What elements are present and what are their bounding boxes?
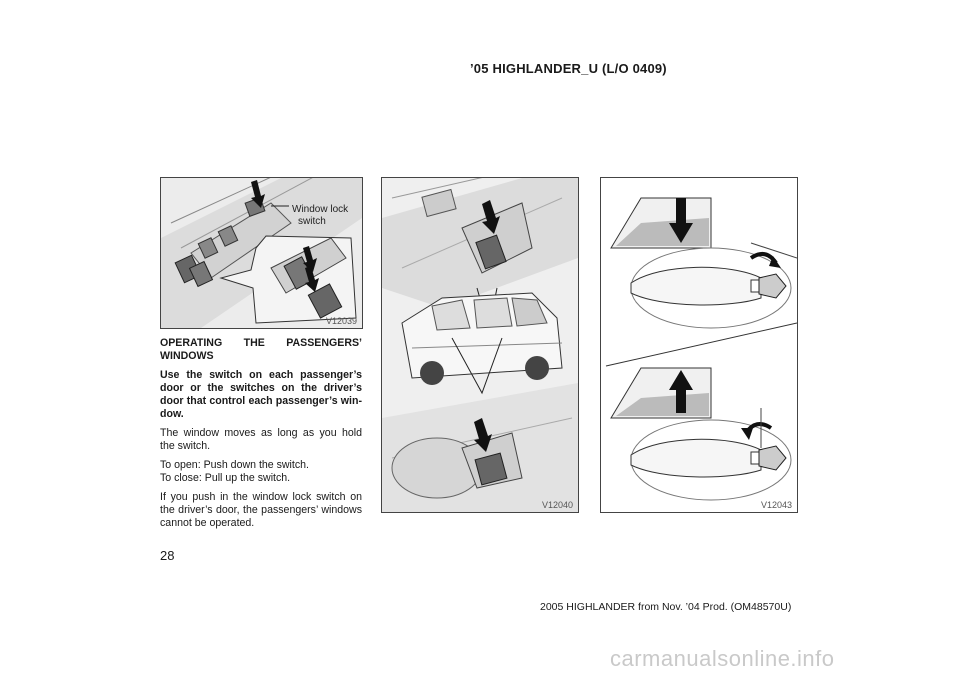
figure-code: V12043 (761, 500, 792, 510)
figure-window-lock-switch-illustration: Window lock switch V12039 (161, 178, 362, 328)
figure-passenger-switches: V12040 (381, 177, 579, 513)
figure-key-operation: V12043 (600, 177, 798, 513)
figure-key-operation-illustration: V12043 (601, 178, 797, 512)
document-footer: 2005 HIGHLANDER from Nov. ’04 Prod. (OM4… (540, 601, 792, 613)
page-number: 28 (160, 548, 175, 563)
paragraph-open-close: To open: Push down the switch. To close:… (160, 459, 362, 485)
close-instruction: To close: Pull up the switch. (160, 472, 291, 484)
paragraph-hold: The window moves as long as you hold the… (160, 427, 362, 452)
figure-code: V12040 (542, 500, 573, 510)
figure-code: V12039 (326, 316, 357, 326)
section-heading: OPERATING THE PASSENGERS’ WINDOWS (160, 337, 362, 362)
figure-passenger-switches-illustration: V12040 (382, 178, 578, 512)
body-text: OPERATING THE PASSENGERS’ WINDOWS Use th… (160, 337, 362, 536)
figure-window-lock-switch: Window lock switch V12039 (160, 177, 363, 329)
paragraph-lock: If you push in the window lock switch on… (160, 491, 362, 529)
watermark: carmanualsonline.info (610, 646, 835, 671)
callout-label-line2: switch (298, 216, 326, 227)
instruction-text: Use the switch on each passenger’s door … (160, 369, 362, 420)
document-header: ’05 HIGHLANDER_U (L/O 0409) (470, 61, 667, 76)
callout-label-line1: Window lock (292, 204, 349, 215)
open-instruction: To open: Push down the switch. (160, 459, 309, 471)
